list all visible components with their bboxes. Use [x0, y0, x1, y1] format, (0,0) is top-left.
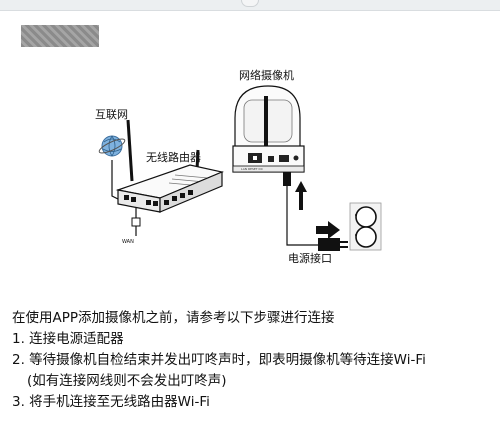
- power-port-label: 电源接口: [288, 251, 332, 265]
- instructions: 在使用APP添加摄像机之前，请参考以下步骤进行连接 1. 连接电源适配器 2. …: [12, 308, 492, 413]
- network-camera-icon: LAN RESET DC: [232, 85, 305, 173]
- instruction-step-2-note: (如有连接网线则不会发出叮咚声): [27, 373, 227, 389]
- instruction-step-1: 1. 连接电源适配器: [12, 331, 124, 347]
- right-arrow-icon: [316, 221, 340, 239]
- instruction-step-3: 3. 将手机连接至无线路由器Wi-Fi: [12, 394, 210, 410]
- up-arrow-icon: [295, 181, 307, 210]
- connection-diagram: 互联网 无线路由器 WAN 网络摄像机: [95, 68, 382, 265]
- instruction-step-2: 2. 等待摄像机自检结束并发出叮咚声时，即表明摄像机等待连接Wi-Fi: [12, 352, 426, 368]
- internet-globe-icon: [98, 135, 126, 157]
- top-notch: [241, 0, 259, 7]
- camera-label: 网络摄像机: [239, 68, 294, 82]
- power-cable: [286, 172, 320, 246]
- wall-socket-icon: [349, 202, 382, 251]
- internet-label: 互联网: [95, 108, 128, 121]
- power-plug-end: [283, 172, 291, 186]
- wan-plug-icon: [131, 208, 141, 236]
- redacted-header: [21, 25, 99, 47]
- power-adapter-icon: [318, 238, 348, 251]
- router-icon: [115, 119, 224, 213]
- svg-text:LAN RESET DC: LAN RESET DC: [241, 167, 263, 171]
- top-strip: [0, 0, 500, 11]
- instructions-intro: 在使用APP添加摄像机之前，请参考以下步骤进行连接: [12, 310, 335, 326]
- router-label: 无线路由器: [146, 150, 201, 164]
- wan-label: WAN: [122, 239, 134, 245]
